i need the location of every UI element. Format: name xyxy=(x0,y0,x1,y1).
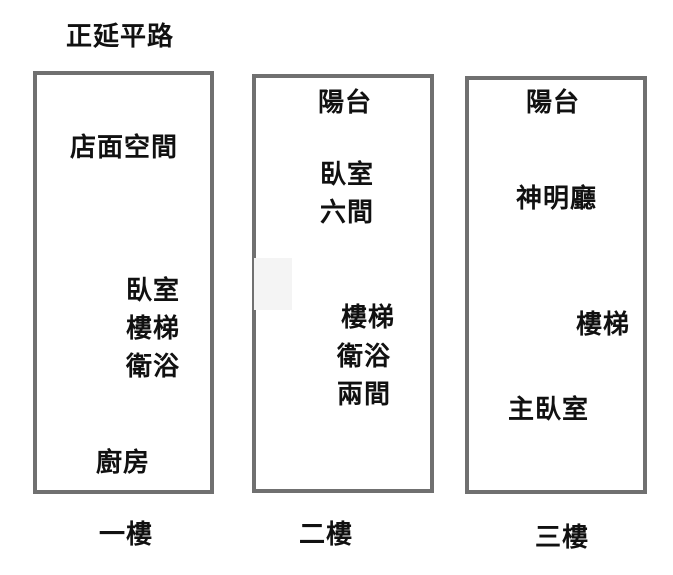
floor-3-room-balcony: 陽台 xyxy=(526,88,581,118)
floor-3-label: 三樓 xyxy=(535,523,590,553)
floor-1-room-bathroom: 衛浴 xyxy=(126,352,181,382)
floor-3-room-master-bedroom: 主臥室 xyxy=(508,395,590,425)
floor-1-room-bedroom: 臥室 xyxy=(126,276,181,306)
floor-2-room-six-rooms: 六間 xyxy=(320,198,375,228)
floor-1-room-storefront: 店面空間 xyxy=(70,133,179,163)
floor-2-label: 二樓 xyxy=(299,520,354,550)
floor-2-room-balcony: 陽台 xyxy=(318,88,373,118)
floor-3-room-shrine: 神明廳 xyxy=(516,184,598,214)
floor-1-label: 一樓 xyxy=(99,520,154,550)
floor-2-room-group-bottom: 衛浴 兩間 xyxy=(337,338,391,414)
floor-1-room-kitchen: 廚房 xyxy=(96,448,151,478)
floor-1-room-stairs: 樓梯 xyxy=(126,314,181,344)
floor-2-room-stairs: 樓梯 xyxy=(341,303,396,333)
floor-1-room-group: 臥室 樓梯 衛浴 xyxy=(126,272,180,386)
floor-2-room-two-rooms: 兩間 xyxy=(337,380,392,410)
floor-3-room-stairs: 樓梯 xyxy=(576,310,631,340)
faint-mark xyxy=(254,258,292,310)
floor-1-box xyxy=(33,71,214,494)
floor-3-box xyxy=(465,76,647,494)
floor-2-room-group-top: 臥室 六間 xyxy=(320,156,374,232)
road-label: 正延平路 xyxy=(66,22,175,52)
floor-2-room-bathroom: 衛浴 xyxy=(337,342,392,372)
floor-2-room-bedroom: 臥室 xyxy=(320,160,375,190)
